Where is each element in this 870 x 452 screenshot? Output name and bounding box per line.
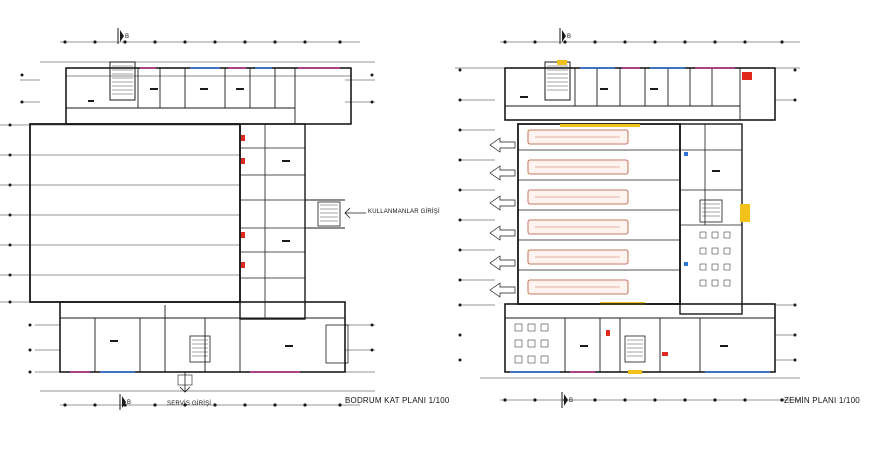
section-mark-b-top-left: B [125,34,130,40]
user-entrance-label: KULLANMANLAR GİRİŞİ [368,209,440,215]
side-grid-ticks [0,79,375,373]
basement-plan [0,28,375,410]
entrance-arrow [344,207,366,219]
section-mark-b-bottom-right: B [569,398,574,404]
side-grid-dots [8,73,374,374]
section-mark-b-bottom-left: B [127,400,132,406]
service-arrow [177,372,193,393]
seating [699,231,731,287]
bus-bays [527,129,629,295]
ground-plan [455,28,800,408]
basement-plan-title: BODRUM KAT PLANI 1/100 [345,396,450,405]
section-mark [117,28,126,410]
section-mark-right [559,28,568,408]
ground-plan-title: ZEMİN PLANI 1/100 [784,396,860,405]
service-entrance-label: SERVİS GİRİŞİ [167,401,212,407]
direction-arrows [489,137,516,298]
section-mark-b-top-right: B [567,34,572,40]
top-grid-dots [63,40,342,407]
top-grid-axis [40,41,375,406]
